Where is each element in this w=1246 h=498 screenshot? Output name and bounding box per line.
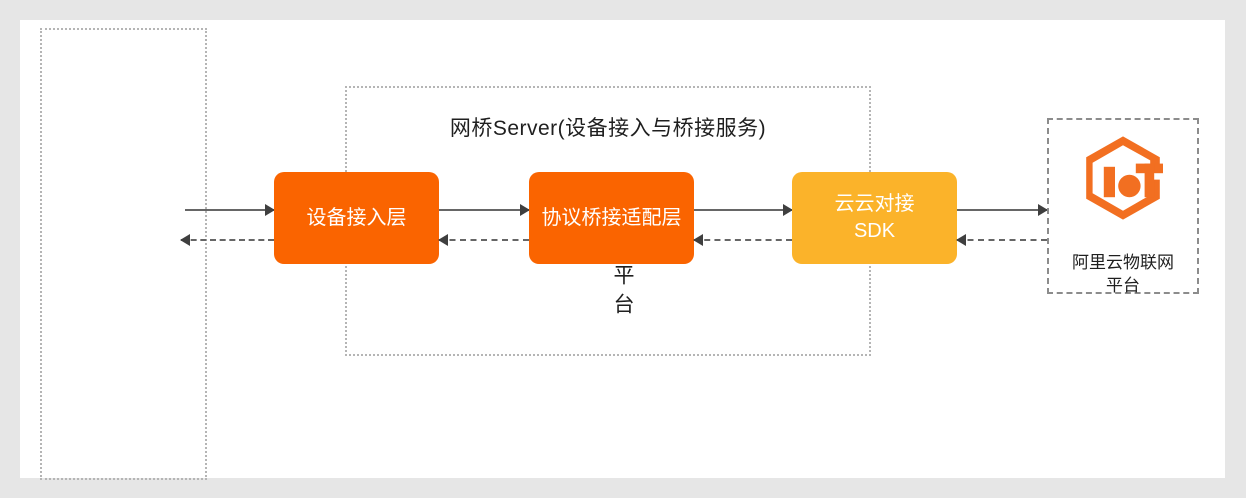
arrow-access-to-adapter-solid <box>439 204 530 216</box>
box-cloud-to-cloud-sdk-label: 云云对接 SDK <box>835 191 915 245</box>
bridge-server-group-title: 网桥Server(设备接入与桥接服务) <box>449 117 767 140</box>
box-protocol-bridge-adapter-layer-label: 协议桥接适配层 <box>541 206 682 229</box>
box-cloud-to-cloud-sdk-line2: SDK <box>853 220 896 242</box>
left-iot-platform-container <box>40 28 207 480</box>
arrow-sdk-to-cloud-solid <box>957 204 1048 216</box>
box-protocol-bridge-adapter-layer[interactable]: 协议桥接适配层 <box>529 172 694 264</box>
right-cloud-platform-label-line2: 平台 <box>1106 275 1140 295</box>
arrow-cloud-to-sdk-dashed <box>956 234 1047 246</box>
arrow-sdk-to-adapter-dashed <box>693 234 792 246</box>
box-cloud-to-cloud-sdk[interactable]: 云云对接 SDK <box>792 172 957 264</box>
right-cloud-platform-container <box>1047 118 1199 294</box>
arrow-platform-to-access-solid <box>185 204 275 216</box>
iot-hexagon-logo-icon <box>1086 136 1163 220</box>
box-device-access-layer[interactable]: 设备接入层 <box>274 172 439 264</box>
arrow-adapter-to-sdk-solid <box>694 204 793 216</box>
arrow-adapter-to-access-dashed <box>438 234 529 246</box>
right-cloud-platform-label: 阿里云物联网 平台 <box>1047 252 1199 298</box>
box-cloud-to-cloud-sdk-line1: 云云对接 <box>834 193 915 215</box>
box-device-access-layer-label: 设备接入层 <box>306 206 407 229</box>
right-cloud-platform-label-line1: 阿里云物联网 <box>1072 253 1174 272</box>
arrow-access-to-platform-dashed <box>180 234 274 246</box>
